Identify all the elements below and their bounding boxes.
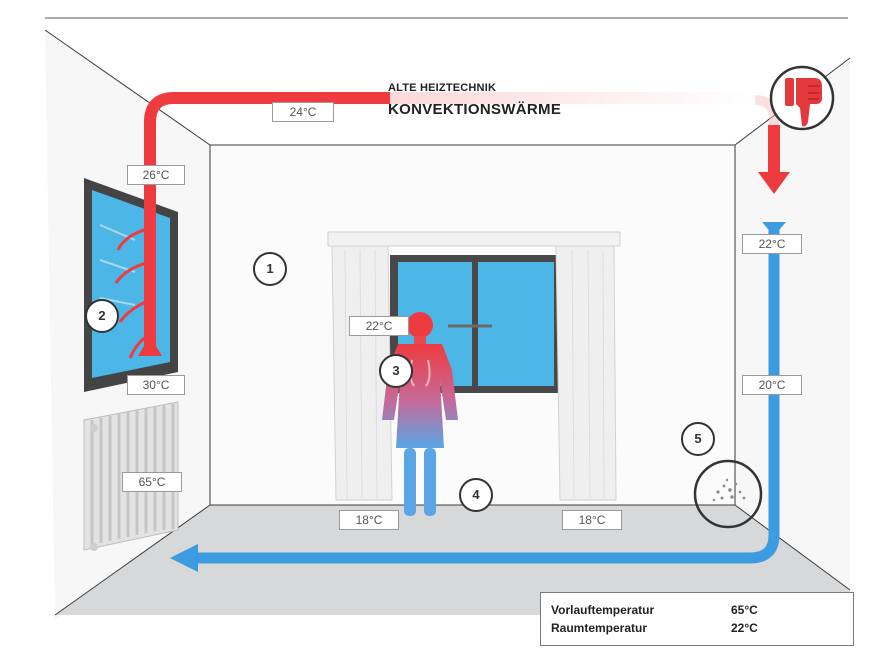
temp-right-upper: 22°C bbox=[742, 234, 802, 254]
temp-radiator: 65°C bbox=[122, 472, 182, 492]
right-wall bbox=[735, 60, 850, 640]
back-window bbox=[327, 231, 621, 501]
marker-3: 3 bbox=[379, 354, 413, 388]
dust-zone bbox=[693, 459, 763, 529]
temp-floor-left: 18°C bbox=[339, 510, 399, 530]
temp-window-upper: 26°C bbox=[127, 165, 185, 185]
temp-right-mid: 20°C bbox=[742, 375, 802, 395]
legend-box: Vorlauftemperatur 65°C Raumtemperatur 22… bbox=[540, 592, 854, 646]
heading-title: KONVEKTIONSWÄRME bbox=[388, 101, 562, 118]
temp-window-lower: 30°C bbox=[127, 375, 185, 395]
temp-ceiling: 24°C bbox=[272, 102, 334, 122]
warm-air-path bbox=[138, 92, 790, 356]
temp-floor-right: 18°C bbox=[562, 510, 622, 530]
heading-overline: ALTE HEIZTECHNIK bbox=[388, 82, 497, 94]
marker-1: 1 bbox=[253, 252, 287, 286]
legend-flow-label: Vorlauftemperatur bbox=[551, 603, 655, 617]
legend-room-label: Raumtemperatur bbox=[551, 621, 648, 635]
cold-air-path bbox=[170, 222, 786, 572]
left-window bbox=[84, 178, 178, 392]
marker-4: 4 bbox=[459, 478, 493, 512]
legend-room-value: 22°C bbox=[731, 621, 758, 635]
marker-2: 2 bbox=[85, 299, 119, 333]
marker-5: 5 bbox=[681, 422, 715, 456]
thumbs-down-icon bbox=[769, 65, 835, 131]
legend-flow-value: 65°C bbox=[731, 603, 758, 617]
temp-person-head: 22°C bbox=[349, 316, 409, 336]
